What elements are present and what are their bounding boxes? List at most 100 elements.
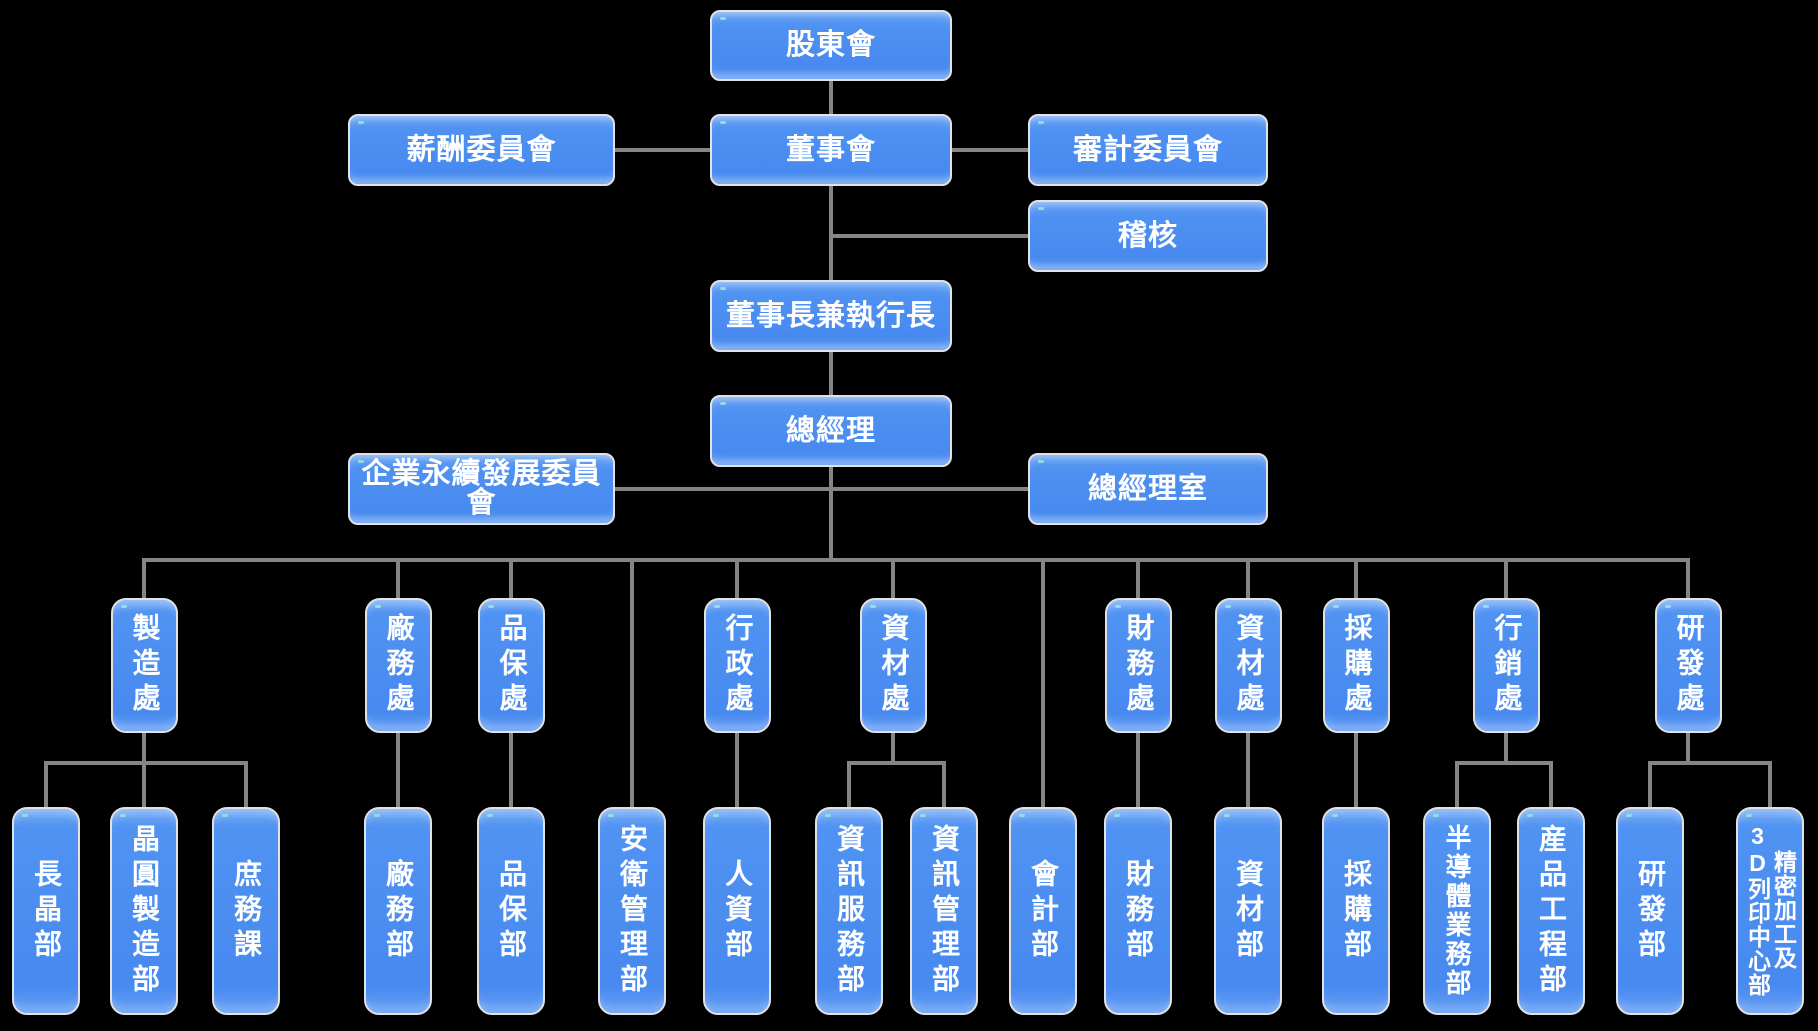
node-shareholders-meeting: 股東會 xyxy=(710,10,952,81)
connector xyxy=(396,733,400,809)
node-finance-dept: 財務部 xyxy=(1104,807,1172,1015)
node-facility-division: 廠務處 xyxy=(365,598,432,733)
connector xyxy=(829,352,833,395)
connector xyxy=(1648,761,1772,765)
node-general-affairs-section: 庶務課 xyxy=(212,807,280,1015)
node-internal-audit: 稽核 xyxy=(1028,200,1268,272)
connector xyxy=(952,148,1028,152)
node-label: 研發處 xyxy=(1673,613,1705,718)
connector xyxy=(831,234,1028,238)
node-label: 薪酬委員會 xyxy=(406,133,557,166)
connector xyxy=(142,733,146,809)
node-label: 行政處 xyxy=(722,613,754,718)
node-label: 安衛管理部 xyxy=(617,823,648,999)
node-label: 董事長兼執行長 xyxy=(725,299,936,332)
connector xyxy=(44,761,48,809)
node-facility-dept: 廠務部 xyxy=(364,807,432,1015)
connector xyxy=(1455,761,1459,809)
node-crystal-growth-dept: 長晶部 xyxy=(12,807,80,1015)
connector xyxy=(144,558,1688,562)
node-label: 晶圓製造部 xyxy=(129,823,160,999)
connector xyxy=(1504,733,1508,765)
connector xyxy=(509,733,513,809)
node-accounting-dept: 會計部 xyxy=(1009,807,1077,1015)
connector xyxy=(44,761,248,765)
node-label: 董事會 xyxy=(785,133,876,166)
connector xyxy=(1504,558,1508,600)
node-audit-committee: 審計委員會 xyxy=(1028,114,1268,186)
node-label: 總經理室 xyxy=(1087,472,1208,505)
node-label: 産品工程部 xyxy=(1536,823,1567,999)
connector xyxy=(735,558,739,600)
node-procurement-division: 採購處 xyxy=(1323,598,1390,733)
node-label: 資訊服務部 xyxy=(834,823,865,999)
node-materials-dept: 資材部 xyxy=(1214,807,1282,1015)
node-procurement-dept: 採購部 xyxy=(1322,807,1390,1015)
connector xyxy=(891,733,895,765)
connector xyxy=(1246,558,1250,600)
node-label: 人資部 xyxy=(722,858,753,964)
node-materials-division-a: 資材處 xyxy=(860,598,927,733)
connector xyxy=(1648,761,1652,809)
connector xyxy=(142,558,146,600)
node-information-service-dept: 資訊服務部 xyxy=(815,807,883,1015)
connector xyxy=(1686,558,1690,600)
node-label: 製造處 xyxy=(129,613,161,718)
node-label: 長晶部 xyxy=(31,858,62,964)
connector xyxy=(829,81,833,116)
connector xyxy=(1455,761,1553,765)
node-gm-office: 總經理室 xyxy=(1028,453,1268,525)
connector xyxy=(735,733,739,809)
two-column-label: 精密加工及 3D列印中心部 xyxy=(1744,823,1797,997)
node-hr-dept: 人資部 xyxy=(703,807,771,1015)
connector xyxy=(847,761,851,809)
node-semiconductor-sales-dept: 半導體業務部 xyxy=(1423,807,1491,1015)
node-product-engineering-dept: 産品工程部 xyxy=(1517,807,1585,1015)
connector xyxy=(829,186,833,280)
node-qa-dept: 品保部 xyxy=(477,807,545,1015)
connector xyxy=(942,761,946,809)
node-label: 財務部 xyxy=(1123,858,1154,964)
node-safety-health-management-dept: 安衛管理部 xyxy=(598,807,666,1015)
connector xyxy=(244,761,248,809)
connector xyxy=(509,558,513,600)
node-label: 品保部 xyxy=(496,858,527,964)
node-board-of-directors: 董事會 xyxy=(710,114,952,186)
node-label: 總經理 xyxy=(785,414,876,447)
node-label-column-right: 精密加工及 xyxy=(1770,850,1797,970)
connector xyxy=(1549,761,1553,809)
connector xyxy=(396,558,400,600)
connector xyxy=(847,761,946,765)
connector xyxy=(1686,733,1690,765)
connector xyxy=(1354,733,1358,809)
node-compensation-committee: 薪酬委員會 xyxy=(348,114,615,186)
node-general-manager: 總經理 xyxy=(710,395,952,467)
node-qa-division: 品保處 xyxy=(478,598,545,733)
node-label: 股東會 xyxy=(785,29,876,61)
node-wafer-manufacturing-dept: 晶圓製造部 xyxy=(110,807,178,1015)
node-label-column-left: 3D列印中心部 xyxy=(1744,823,1771,997)
connector xyxy=(1246,733,1250,809)
connector xyxy=(630,558,634,809)
connector xyxy=(891,558,895,600)
connector xyxy=(829,467,833,562)
node-finance-division: 財務處 xyxy=(1105,598,1172,733)
node-label: 半導體業務部 xyxy=(1442,824,1472,998)
node-label: 資訊管理部 xyxy=(929,823,960,999)
connector xyxy=(615,148,710,152)
node-rnd-division: 研發處 xyxy=(1655,598,1722,733)
node-chairman-ceo: 董事長兼執行長 xyxy=(710,280,952,352)
node-rnd-dept: 研發部 xyxy=(1616,807,1684,1015)
node-marketing-division: 行銷處 xyxy=(1473,598,1540,733)
connector xyxy=(1768,761,1772,809)
node-label: 企業永續發展委員會 xyxy=(361,458,602,519)
node-label: 品保處 xyxy=(496,613,528,718)
node-label: 研發部 xyxy=(1635,858,1666,964)
node-label: 財務處 xyxy=(1123,613,1155,718)
node-label: 採購處 xyxy=(1341,613,1373,718)
connector xyxy=(1136,558,1140,600)
node-label: 庶務課 xyxy=(231,858,262,964)
node-label: 審計委員會 xyxy=(1072,133,1223,166)
node-label: 資材部 xyxy=(1233,858,1264,964)
